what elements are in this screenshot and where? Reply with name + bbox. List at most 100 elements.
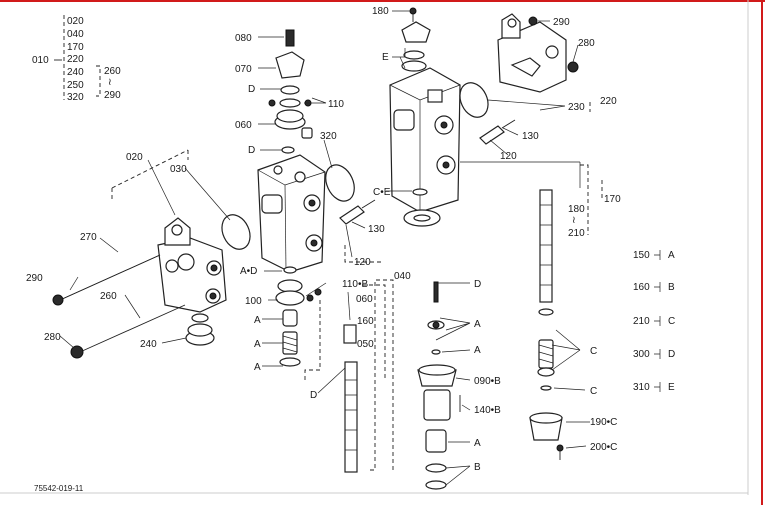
label-030: 030	[170, 164, 187, 175]
label-280-top: 280	[578, 38, 595, 49]
label-A3: A	[254, 362, 261, 373]
group-item-3: 220	[67, 54, 84, 65]
svg-text:≀: ≀	[572, 215, 576, 226]
group-list: 010 020 040 170 220 240 250 320 260 ≀ 29…	[32, 15, 121, 103]
legend: 150 A 160 B 210 C 300 D 310 E	[633, 250, 675, 393]
legend-letter-3: D	[668, 349, 675, 360]
label-D1: D	[248, 84, 255, 95]
right-end-cap	[497, 13, 567, 93]
label-D4: D	[310, 390, 317, 401]
boundary-020	[111, 149, 189, 189]
label-140B: 140•B	[474, 405, 501, 416]
svg-text:≀: ≀	[108, 77, 112, 88]
label-160: 160	[357, 316, 374, 327]
legend-letter-1: B	[668, 282, 675, 293]
label-270: 270	[80, 232, 97, 243]
legend-code-0: 150	[633, 250, 650, 261]
label-070: 070	[235, 64, 252, 75]
label-A-spool: A	[474, 319, 481, 330]
spool-170	[539, 189, 553, 303]
label-D3: D	[474, 279, 481, 290]
plate-070	[275, 51, 305, 79]
oring-030	[221, 214, 251, 250]
group-item-2: 170	[67, 42, 84, 53]
nut-280	[70, 345, 84, 359]
screw-180	[409, 7, 417, 15]
legend-code-3: 300	[633, 349, 650, 360]
screw-080	[285, 29, 295, 47]
group-main: 010	[32, 55, 49, 66]
label-090B: 090•B	[474, 376, 501, 387]
label-080: 080	[235, 33, 252, 44]
label-210-right: 210	[568, 228, 585, 239]
label-110B: 110•B	[342, 279, 368, 290]
label-050: 050	[357, 339, 374, 350]
center-valve-body	[257, 154, 326, 273]
fitting-130-right	[479, 125, 505, 145]
label-230: 230	[568, 102, 585, 113]
tie-rod-260	[79, 304, 186, 353]
label-200C: 200•C	[590, 442, 617, 453]
spring-160	[343, 324, 357, 344]
oring-230	[459, 82, 489, 118]
nut-280-top	[567, 61, 579, 73]
spool-050	[344, 361, 358, 473]
label-C2: C	[590, 386, 597, 397]
group-sub-end: 290	[104, 90, 121, 101]
fitting-130-left	[339, 205, 365, 225]
screw-200	[556, 444, 564, 452]
group-item-6: 320	[67, 92, 84, 103]
legend-letter-0: A	[668, 250, 675, 261]
label-040: 040	[394, 271, 411, 282]
label-130-right: 130	[522, 131, 539, 142]
nut-290-top	[528, 16, 538, 26]
label-CE: C•E	[373, 187, 391, 198]
label-180: 180	[372, 6, 389, 17]
label-180-right: 180	[568, 204, 585, 215]
left-end-cap	[157, 217, 227, 313]
label-060-top: 060	[235, 120, 252, 131]
group-item-4: 240	[67, 67, 84, 78]
label-280-left: 280	[44, 332, 61, 343]
label-290-left: 290	[26, 273, 43, 284]
callout-labels: 180 290 080 E 280 070 220 D 110 230 060 …	[26, 6, 621, 493]
label-A2: A	[254, 339, 261, 350]
label-C1: C	[590, 346, 597, 357]
oring-320	[325, 164, 355, 202]
label-220: 220	[600, 96, 617, 107]
label-AD: A•D	[240, 266, 257, 277]
group-item-1: 040	[67, 29, 84, 40]
label-A5: A	[474, 345, 481, 356]
label-130-left: 130	[368, 224, 385, 235]
label-E: E	[382, 52, 389, 63]
label-100: 100	[245, 296, 262, 307]
label-B1: B	[474, 462, 481, 473]
label-D2: D	[248, 145, 255, 156]
label-170: 170	[604, 194, 621, 205]
legend-letter-2: C	[668, 316, 675, 327]
group-item-5: 250	[67, 80, 84, 91]
legend-code-4: 310	[633, 382, 650, 393]
legend-code-2: 210	[633, 316, 650, 327]
label-020: 020	[126, 152, 143, 163]
label-260: 260	[100, 291, 117, 302]
label-110: 110	[328, 99, 344, 110]
label-320: 320	[320, 131, 337, 142]
label-060-low: 060	[356, 294, 373, 305]
label-120-left: 120	[354, 257, 371, 268]
right-valve-body	[389, 67, 461, 213]
label-A1: A	[254, 315, 261, 326]
group-item-0: 020	[67, 16, 84, 27]
label-290-top: 290	[553, 17, 570, 28]
cap-100	[275, 290, 305, 306]
group-sub-start: 260	[104, 66, 121, 77]
label-240: 240	[140, 339, 157, 350]
footer-code: 75542-019-11	[34, 484, 84, 493]
legend-code-1: 160	[633, 282, 650, 293]
label-120-right: 120	[500, 151, 517, 162]
nut-290	[52, 294, 64, 306]
label-A6: A	[474, 438, 481, 449]
legend-letter-4: E	[668, 382, 675, 393]
